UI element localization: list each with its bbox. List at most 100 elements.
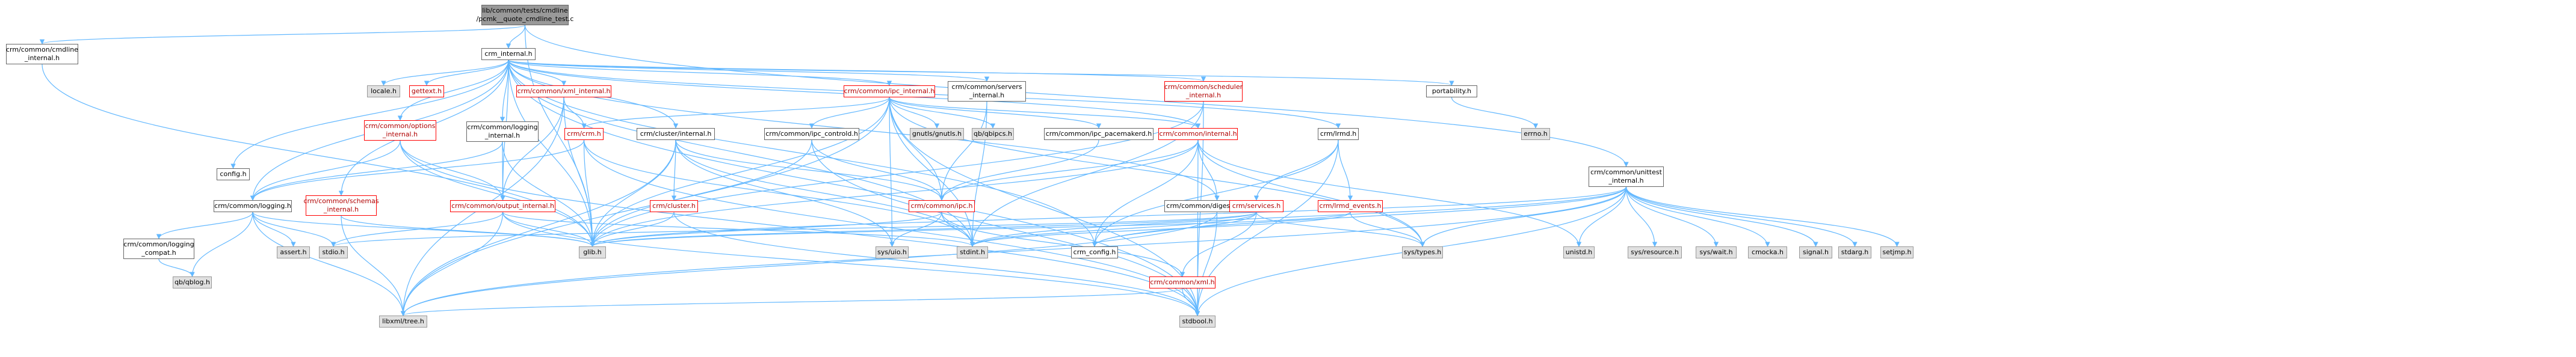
edge-cluster_internal-to-cluster xyxy=(671,139,677,201)
node-stdarg[interactable]: stdarg.h xyxy=(1838,246,1871,258)
node-xml[interactable]: crm/common/xml.h xyxy=(1149,276,1215,288)
edge-ipc_internal-to-crm xyxy=(581,97,890,129)
edge-lrmd-to-lrmd_events xyxy=(1338,139,1353,201)
node-cmdline-internal[interactable]: crm/common/cmdline _internal.h xyxy=(6,44,78,64)
node-xml-internal[interactable]: crm/common/xml_internal.h xyxy=(516,85,611,97)
node-stdbool[interactable]: stdbool.h xyxy=(1179,316,1215,328)
node-output-internal[interactable]: crm/common/output_internal.h xyxy=(450,200,555,212)
edge-crm_internal-to-portability xyxy=(508,60,1454,86)
edge-ipc_internal-to-common_internal xyxy=(889,97,1201,129)
edge-lrmd_events-to-glib xyxy=(590,212,1351,247)
node-ipc-controld[interactable]: crm/common/ipc_controld.h xyxy=(764,128,859,140)
node-config[interactable]: config.h xyxy=(217,168,250,180)
edge-crm-to-logging xyxy=(250,139,585,201)
edge-xml_internal-to-glib xyxy=(563,97,595,247)
node-crm-internal[interactable]: crm_internal.h xyxy=(481,48,536,60)
edge-logging-to-stdio xyxy=(252,212,336,247)
node-stdint[interactable]: stdint.h xyxy=(957,246,988,258)
node-sys-wait[interactable]: sys/wait.h xyxy=(1696,246,1737,258)
node-unittest-internal[interactable]: crm/common/unittest _internal.h xyxy=(1589,166,1664,187)
node-services[interactable]: crm/services.h xyxy=(1229,200,1283,212)
edge-unittest_internal-to-cmocka xyxy=(1625,186,1770,247)
edge-servers_internal-to-ipc xyxy=(939,101,987,201)
edge-cluster_internal-to-sys_uio xyxy=(675,139,895,247)
node-logging[interactable]: crm/common/logging.h xyxy=(214,200,292,212)
node-assert[interactable]: assert.h xyxy=(277,246,310,258)
edge-root-to-crm_internal xyxy=(505,25,526,49)
edge-services-to-stdint xyxy=(969,212,1257,247)
edge-options_internal-to-output_internal xyxy=(400,140,505,201)
edge-unittest_internal-to-glib xyxy=(590,186,1627,247)
node-libxml-tree[interactable]: libxml/tree.h xyxy=(379,316,427,328)
node-logging-internal[interactable]: crm/common/logging _internal.h xyxy=(466,121,539,142)
edge-ipc_internal-to-libxml_tree xyxy=(400,97,890,316)
node-root-test-file[interactable]: lib/common/tests/cmdline /pcmk__quote_cm… xyxy=(477,5,573,25)
edge-options_internal-to-logging xyxy=(250,140,401,201)
edge-output_internal-to-libxml_tree xyxy=(400,212,504,316)
edge-cluster_internal-to-ipc xyxy=(675,139,945,201)
node-ipc[interactable]: crm/common/ipc.h xyxy=(909,200,975,212)
edge-unittest_internal-to-sys_resource xyxy=(1625,186,1658,247)
node-scheduler-internal[interactable]: crm/common/scheduler _internal.h xyxy=(1164,81,1243,102)
node-portability[interactable]: portability.h xyxy=(1426,85,1477,97)
edge-digest_internal-to-stdbool xyxy=(1194,212,1218,316)
node-sys-types[interactable]: sys/types.h xyxy=(1402,246,1443,258)
node-logging-compat[interactable]: crm/common/logging _compat.h xyxy=(123,239,194,259)
node-servers-internal[interactable]: crm/common/servers _internal.h xyxy=(948,81,1026,102)
node-schemas-internal[interactable]: crm/common/schemas _internal.h xyxy=(303,195,379,216)
edge-lrmd-to-stdbool xyxy=(1194,139,1339,316)
edge-ipc_internal-to-qb_qbipcs xyxy=(889,97,996,129)
node-gettext[interactable]: gettext.h xyxy=(409,85,444,97)
node-options-internal[interactable]: crm/common/options _internal.h xyxy=(364,120,436,141)
edge-cmdline_internal-to-glib xyxy=(42,64,595,247)
node-lrmd[interactable]: crm/lrmd.h xyxy=(1318,128,1359,140)
node-errno[interactable]: errno.h xyxy=(1521,128,1550,140)
edge-ipc_pacemakerd-to-ipc xyxy=(939,139,1099,201)
edge-services-to-glib xyxy=(590,212,1257,247)
edge-crm-to-glib xyxy=(583,139,595,247)
edge-common_internal-to-crm_config xyxy=(1092,139,1199,247)
node-setjmp[interactable]: setjmp.h xyxy=(1880,246,1913,258)
node-stdio[interactable]: stdio.h xyxy=(319,246,348,258)
node-crm[interactable]: crm/crm.h xyxy=(564,128,604,140)
node-crm-config[interactable]: crm_config.h xyxy=(1071,246,1118,258)
edge-ipc_internal-to-gnutls xyxy=(889,97,940,129)
node-lrmd-events[interactable]: crm/lrmd_events.h xyxy=(1318,200,1383,212)
edge-unittest_internal-to-stdarg xyxy=(1625,186,1858,247)
node-gnutls[interactable]: gnutls/gnutls.h xyxy=(910,128,964,140)
edge-portability-to-errno xyxy=(1451,97,1539,129)
edge-ipc_internal-to-glib xyxy=(590,97,890,247)
node-glib[interactable]: glib.h xyxy=(579,246,606,258)
edge-schemas_internal-to-libxml_tree xyxy=(341,215,406,316)
edge-logging_internal-to-logging xyxy=(250,141,503,201)
node-ipc-internal[interactable]: crm/common/ipc_internal.h xyxy=(844,85,935,97)
edge-options_internal-to-glib xyxy=(400,140,595,247)
edge-output_internal-to-glib xyxy=(502,212,595,247)
node-ipc-pacemakerd[interactable]: crm/common/ipc_pacemakerd.h xyxy=(1044,128,1154,140)
edge-ipc_internal-to-ipc xyxy=(889,97,945,201)
node-common-internal[interactable]: crm/common/internal.h xyxy=(1158,128,1238,140)
node-signal[interactable]: signal.h xyxy=(1799,246,1832,258)
edge-crm_internal-to-servers_internal xyxy=(508,60,989,82)
edge-options_internal-to-stdbool xyxy=(400,140,1200,316)
edge-root-to-unittest_internal xyxy=(524,25,1629,167)
edge-logging-to-libxml_tree xyxy=(252,212,406,316)
node-sys-uio[interactable]: sys/uio.h xyxy=(876,246,909,258)
edge-schemas_internal-to-glib xyxy=(341,215,595,247)
node-locale[interactable]: locale.h xyxy=(367,85,400,97)
edge-logging_internal-to-glib xyxy=(502,141,595,247)
edge-ipc-to-xml xyxy=(941,212,1185,277)
node-qb-qblog[interactable]: qb/qblog.h xyxy=(173,276,212,288)
node-unistd[interactable]: unistd.h xyxy=(1563,246,1595,258)
edge-logging-to-qb_qblog xyxy=(190,212,253,277)
edge-ipc_internal-to-stdint xyxy=(889,97,975,247)
node-cluster[interactable]: crm/cluster.h xyxy=(650,200,698,212)
node-cmocka[interactable]: cmocka.h xyxy=(1748,246,1787,258)
node-qb-qbipcs[interactable]: qb/qbipcs.h xyxy=(972,128,1014,140)
edge-unittest_internal-to-libxml_tree xyxy=(400,186,1627,316)
edge-common_internal-to-glib xyxy=(590,139,1199,247)
edge-unittest_internal-to-stdint xyxy=(969,186,1627,247)
node-sys-resource[interactable]: sys/resource.h xyxy=(1628,246,1682,258)
node-cluster-internal[interactable]: crm/cluster/internal.h xyxy=(637,128,715,140)
